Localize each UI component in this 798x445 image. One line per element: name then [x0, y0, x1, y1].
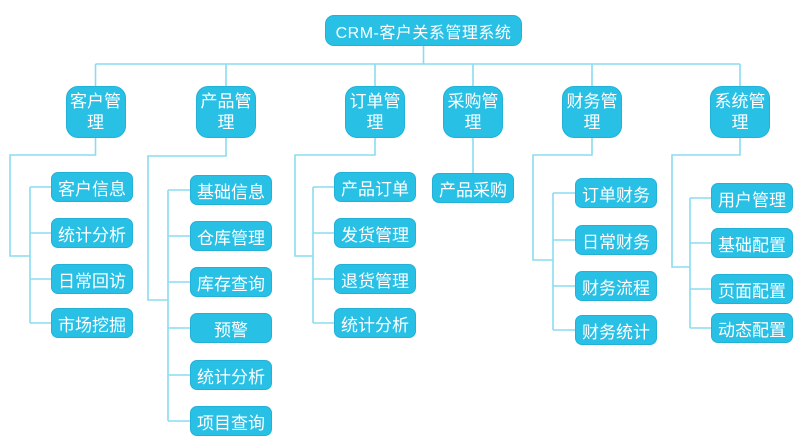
leaf-node-customer-management-3: 日常回访: [51, 264, 133, 294]
leaf-node-order-management-1: 产品订单: [334, 172, 416, 202]
leaf-node-finance-management-2: 日常财务: [575, 225, 657, 255]
leaf-node-purchase-management-1: 产品采购: [432, 173, 514, 203]
branch-node-system-management: 系统管理: [710, 86, 770, 138]
branch-node-purchase-management: 采购管理: [443, 86, 503, 138]
branch-node-order-management: 订单管理: [345, 86, 405, 138]
root-node: CRM-客户关系管理系统: [325, 15, 522, 46]
leaf-node-order-management-4: 统计分析: [334, 308, 416, 338]
leaf-node-finance-management-1: 订单财务: [575, 178, 657, 208]
leaf-node-product-management-4: 预警: [190, 313, 272, 343]
leaf-node-order-management-3: 退货管理: [334, 264, 416, 294]
leaf-node-product-management-6: 项目查询: [190, 406, 272, 436]
leaf-node-finance-management-4: 财务统计: [575, 315, 657, 345]
leaf-node-system-management-3: 页面配置: [711, 274, 793, 304]
leaf-node-finance-management-3: 财务流程: [575, 271, 657, 301]
leaf-node-customer-management-1: 客户信息: [51, 172, 133, 202]
leaf-node-system-management-1: 用户管理: [711, 183, 793, 213]
leaf-node-product-management-2: 仓库管理: [190, 221, 272, 251]
leaf-node-system-management-4: 动态配置: [711, 313, 793, 343]
branch-node-finance-management: 财务管理: [562, 86, 622, 138]
leaf-node-product-management-5: 统计分析: [190, 360, 272, 390]
leaf-node-customer-management-2: 统计分析: [51, 218, 133, 248]
leaf-node-customer-management-4: 市场挖掘: [51, 308, 133, 338]
leaf-node-product-management-3: 库存查询: [190, 267, 272, 297]
branch-node-customer-management: 客户管理: [65, 86, 126, 138]
leaf-node-system-management-2: 基础配置: [711, 228, 793, 258]
leaf-node-product-management-1: 基础信息: [190, 175, 272, 205]
branch-node-product-management: 产品管理: [196, 86, 256, 138]
leaf-node-order-management-2: 发货管理: [334, 218, 416, 248]
tree-connector-path: [9, 46, 741, 422]
